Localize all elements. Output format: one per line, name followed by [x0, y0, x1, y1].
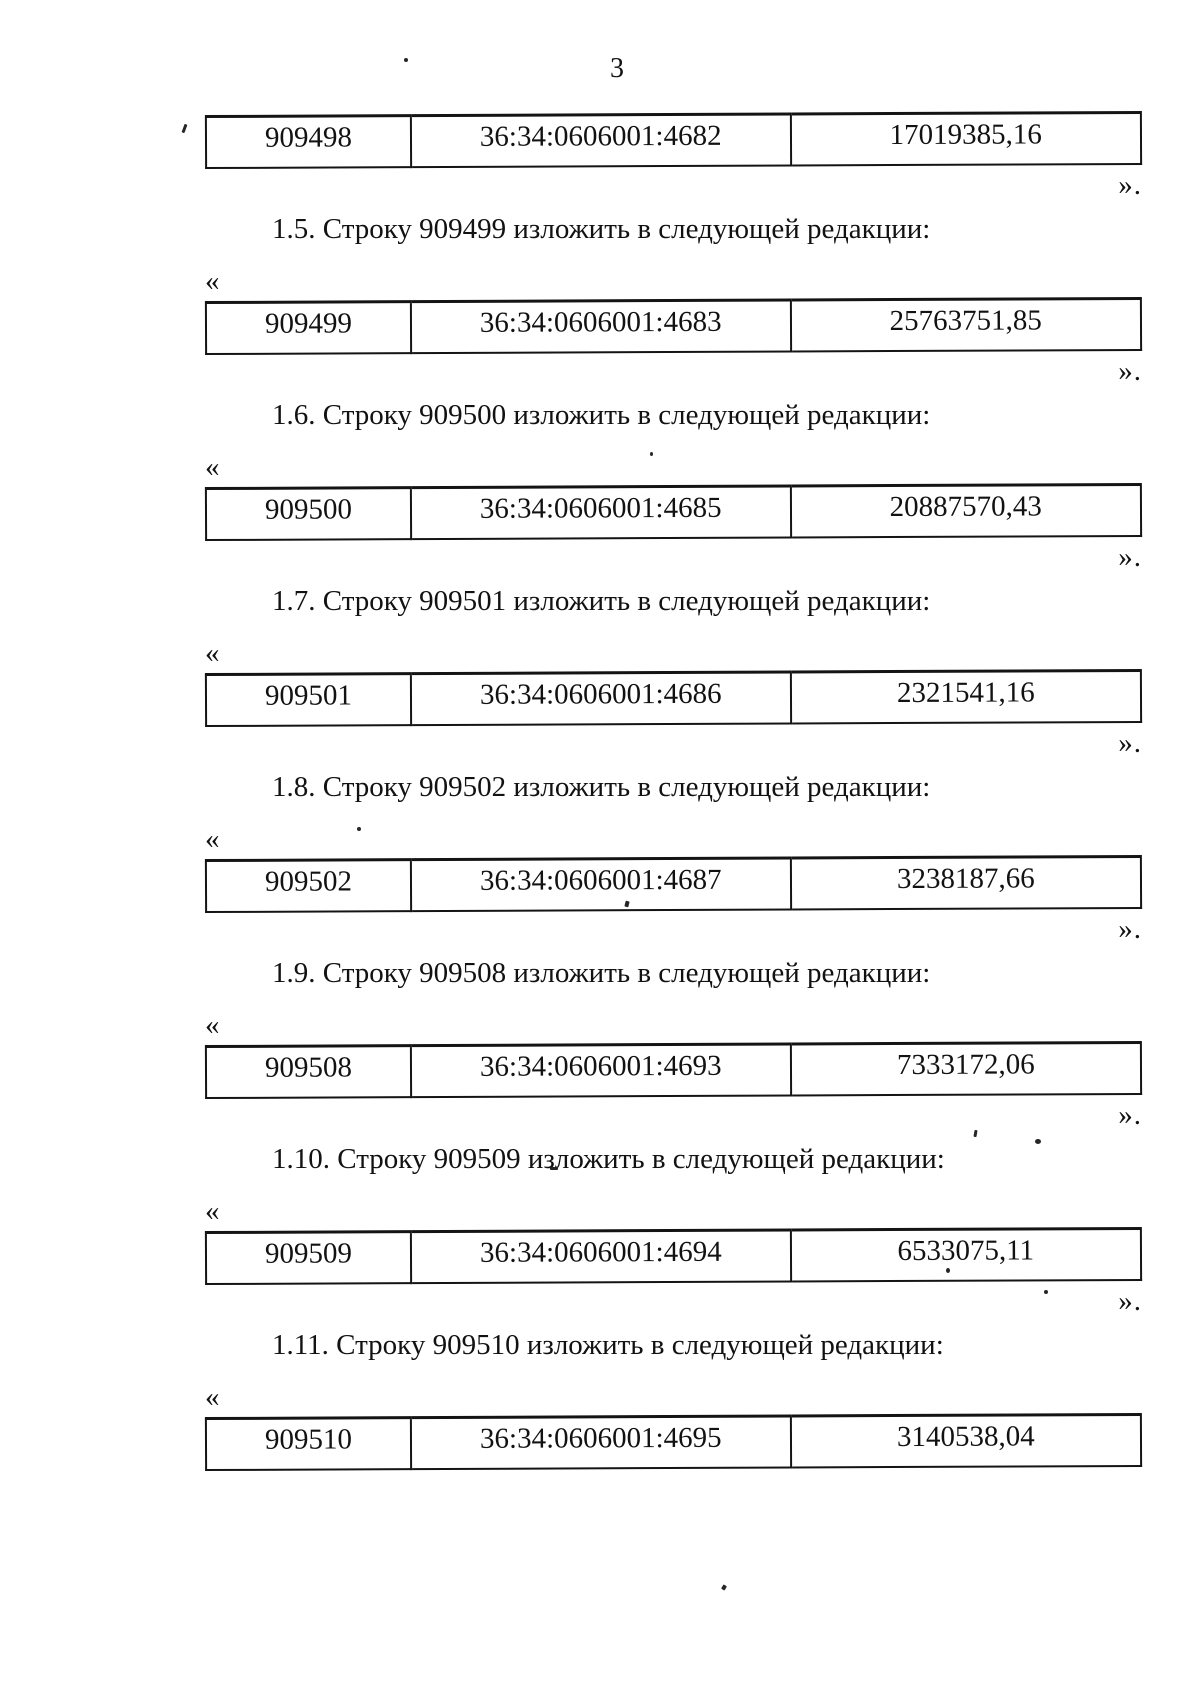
amendment-table: 909510 36:34:0606001:4695 3140538,04	[205, 1413, 1142, 1471]
row-area-cell: 7333172,06	[790, 1042, 1142, 1096]
amendment-table: 909509 36:34:0606001:4694 6533075,11	[205, 1227, 1142, 1285]
row-area-cell: 3238187,66	[790, 856, 1142, 910]
row-cadastral-cell: 36:34:0606001:4694	[410, 1229, 791, 1284]
scan-artifact	[1044, 1290, 1048, 1294]
amendment-table: 909500 36:34:0606001:4685 20887570,43	[205, 483, 1142, 541]
row-cadastral-cell: 36:34:0606001:4693	[410, 1043, 791, 1098]
row-area-cell: 6533075,11	[790, 1228, 1142, 1282]
open-quote-mark: «	[205, 265, 220, 297]
scan-artifact	[181, 123, 188, 134]
amendment-section: 1.9. Строку 909508 изложить в следующей …	[205, 957, 1142, 1131]
amendment-table: 909498 36:34:0606001:4682 17019385,16	[205, 111, 1142, 169]
close-quote-mark: ».	[1118, 355, 1142, 387]
close-quote-mark: ».	[1118, 913, 1142, 945]
row-cadastral-cell: 36:34:0606001:4682	[410, 113, 791, 168]
document-content: 909498 36:34:0606001:4682 17019385,16 ».…	[205, 0, 1142, 1471]
table-row: 909508 36:34:0606001:4693 7333172,06	[205, 1042, 1142, 1099]
scan-artifact	[946, 1268, 950, 1273]
scan-artifact	[550, 1167, 558, 1170]
row-area-cell: 3140538,04	[790, 1414, 1142, 1468]
table-row: 909509 36:34:0606001:4694 6533075,11	[205, 1228, 1142, 1285]
section-heading: 1.6. Строку 909500 изложить в следующей …	[272, 399, 931, 431]
row-area-cell: 20887570,43	[790, 484, 1142, 538]
page-number: 3	[610, 53, 624, 84]
row-area-cell: 2321541,16	[790, 670, 1142, 724]
amendment-section: 1.6. Строку 909500 изложить в следующей …	[205, 399, 1142, 573]
section-heading: 1.8. Строку 909502 изложить в следующей …	[272, 771, 931, 803]
section-heading: 1.5. Строку 909499 изложить в следующей …	[272, 213, 931, 245]
row-code-cell: 909502	[205, 859, 412, 913]
close-quote-mark: ».	[1118, 727, 1142, 759]
open-quote-mark: «	[205, 451, 220, 483]
section-heading: 1.10. Строку 909509 изложить в следующей…	[272, 1143, 945, 1175]
row-area-cell: 17019385,16	[790, 112, 1142, 166]
open-quote-mark: «	[205, 1195, 220, 1227]
close-quote-mark: ».	[1118, 1285, 1142, 1317]
amendment-table: 909501 36:34:0606001:4686 2321541,16	[205, 669, 1142, 727]
amendment-section: 1.7. Строку 909501 изложить в следующей …	[205, 585, 1142, 759]
amendment-table: 909499 36:34:0606001:4683 25763751,85	[205, 297, 1142, 355]
row-code-cell: 909499	[205, 301, 412, 355]
scan-artifact	[404, 58, 408, 62]
scan-artifact	[721, 1584, 727, 1591]
table-row: 909501 36:34:0606001:4686 2321541,16	[205, 670, 1142, 727]
table-row: 909498 36:34:0606001:4682 17019385,16	[205, 112, 1142, 169]
amendment-section: 1.5. Строку 909499 изложить в следующей …	[205, 213, 1142, 387]
open-quote-mark: «	[205, 823, 220, 855]
row-area-cell: 25763751,85	[790, 298, 1142, 352]
row-cadastral-cell: 36:34:0606001:4695	[410, 1415, 791, 1470]
row-cadastral-cell: 36:34:0606001:4685	[410, 485, 791, 540]
table-row: 909499 36:34:0606001:4683 25763751,85	[205, 298, 1142, 355]
row-cadastral-cell: 36:34:0606001:4683	[410, 299, 791, 354]
open-quote-mark: «	[205, 637, 220, 669]
scan-artifact	[1035, 1139, 1041, 1144]
amendment-table: 909508 36:34:0606001:4693 7333172,06	[205, 1041, 1142, 1099]
row-code-cell: 909508	[205, 1045, 412, 1099]
row-code-cell: 909498	[205, 115, 412, 169]
amendment-table: 909502 36:34:0606001:4687 3238187,66	[205, 855, 1142, 913]
section-heading: 1.9. Строку 909508 изложить в следующей …	[272, 957, 931, 989]
open-quote-mark: «	[205, 1381, 220, 1413]
section-heading: 1.11. Строку 909510 изложить в следующей…	[272, 1329, 944, 1361]
leading-table-block: 909498 36:34:0606001:4682 17019385,16 ».	[205, 111, 1142, 201]
close-quote-mark: ».	[1118, 1099, 1142, 1131]
section-heading: 1.7. Строку 909501 изложить в следующей …	[272, 585, 931, 617]
close-quote-mark: ».	[1118, 169, 1142, 201]
close-quote-mark: ».	[1118, 541, 1142, 573]
row-code-cell: 909500	[205, 487, 412, 541]
row-code-cell: 909510	[205, 1417, 412, 1471]
row-cadastral-cell: 36:34:0606001:4686	[410, 671, 791, 726]
sections-container: 1.5. Строку 909499 изложить в следующей …	[205, 213, 1142, 1471]
row-cadastral-cell: 36:34:0606001:4687	[410, 857, 791, 912]
amendment-section: 1.10. Строку 909509 изложить в следующей…	[205, 1143, 1142, 1317]
table-row: 909510 36:34:0606001:4695 3140538,04	[205, 1414, 1142, 1471]
amendment-section: 1.8. Строку 909502 изложить в следующей …	[205, 771, 1142, 945]
row-code-cell: 909501	[205, 673, 412, 727]
scan-artifact	[650, 452, 653, 456]
amendment-section: 1.11. Строку 909510 изложить в следующей…	[205, 1329, 1142, 1471]
table-row: 909500 36:34:0606001:4685 20887570,43	[205, 484, 1142, 541]
table-row: 909502 36:34:0606001:4687 3238187,66	[205, 856, 1142, 913]
scan-artifact	[357, 827, 361, 831]
open-quote-mark: «	[205, 1009, 220, 1041]
row-code-cell: 909509	[205, 1231, 412, 1285]
